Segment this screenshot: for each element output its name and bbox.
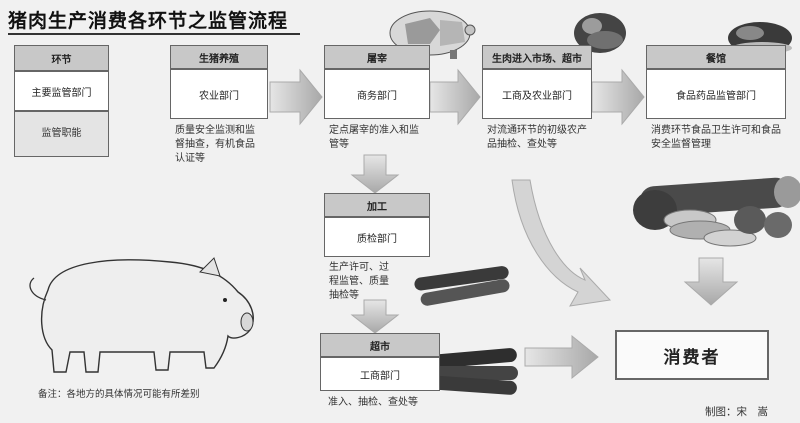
sausage-icon: [414, 266, 510, 306]
stage-catering-title: 餐馆: [646, 45, 786, 69]
stage-breeding-duty: 质量安全监测和监督抽查，有机食品认证等: [175, 125, 255, 164]
arrow-market-to-consumer: [511, 179, 612, 307]
arrow-supermarket-to-consumer: [524, 334, 599, 380]
stage-processing-title: 加工: [324, 193, 430, 217]
title-underline: [8, 33, 300, 35]
stage-breeding: 生猪养殖 农业部门 质量安全监测和监督抽查，有机食品认证等: [170, 45, 268, 185]
arrow-processing-to-supermarket: [350, 299, 400, 334]
stage-catering-duty: 消费环节食品卫生许可和食品安全监督管理: [651, 125, 781, 150]
stage-market: 生肉进入市场、超市 工商及农业部门 对流通环节的初级农产品抽检、查处等: [482, 45, 592, 155]
ham-icon: [574, 13, 626, 53]
consumer-box: 消费者: [615, 330, 769, 380]
arrow-catering-to-consumer: [683, 257, 739, 306]
arrow-market-to-catering: [591, 68, 645, 126]
stage-supermarket: 超市 工商部门 准入、抽检、查处等: [320, 333, 440, 415]
stage-breeding-title: 生猪养殖: [170, 45, 268, 69]
arrow-slaughter-to-processing: [350, 154, 400, 194]
stage-slaughter-dept: 商务部门: [324, 69, 430, 119]
legend-box: 环节 主要监管部门 监管职能: [14, 45, 109, 157]
deli-meat-pile-icon: [633, 176, 800, 247]
pig-icon: [29, 257, 254, 373]
credit: 制图：宋 嵩: [705, 406, 768, 418]
legend-stage-label: 环节: [14, 45, 109, 71]
stage-processing-dept: 质检部门: [324, 217, 430, 257]
stage-catering: 餐馆 食品药品监管部门 消费环节食品卫生许可和食品安全监督管理: [646, 45, 786, 155]
footnote: 备注：各地方的具体情况可能有所差别: [38, 389, 200, 400]
legend-dept-label: 主要监管部门: [14, 71, 109, 111]
stage-supermarket-title: 超市: [320, 333, 440, 357]
stage-slaughter: 屠宰 商务部门 定点屠宰的准入和监管等: [324, 45, 430, 155]
stage-market-title: 生肉进入市场、超市: [482, 45, 592, 69]
piggy-bank-icon: [389, 10, 476, 59]
stage-supermarket-dept: 工商部门: [320, 357, 440, 391]
stage-market-dept: 工商及农业部门: [482, 69, 592, 119]
stage-processing: 加工 质检部门 生产许可、过程监管、质量抽检等: [324, 193, 430, 301]
stage-slaughter-duty: 定点屠宰的准入和监管等: [329, 125, 419, 150]
legend-duty-label: 监管职能: [14, 111, 109, 157]
stage-supermarket-duty: 准入、抽检、查处等: [328, 397, 418, 408]
stage-market-duty: 对流通环节的初级农产品抽检、查处等: [487, 125, 587, 150]
arrow-breeding-to-slaughter: [269, 68, 323, 126]
stage-processing-duty: 生产许可、过程监管、质量抽检等: [329, 262, 389, 301]
arrow-slaughter-to-market: [429, 68, 481, 126]
stage-slaughter-title: 屠宰: [324, 45, 430, 69]
page-title: 猪肉生产消费各环节之监管流程: [8, 10, 289, 32]
stage-breeding-dept: 农业部门: [170, 69, 268, 119]
stage-catering-dept: 食品药品监管部门: [646, 69, 786, 119]
sausage-pile-icon: [412, 348, 518, 395]
